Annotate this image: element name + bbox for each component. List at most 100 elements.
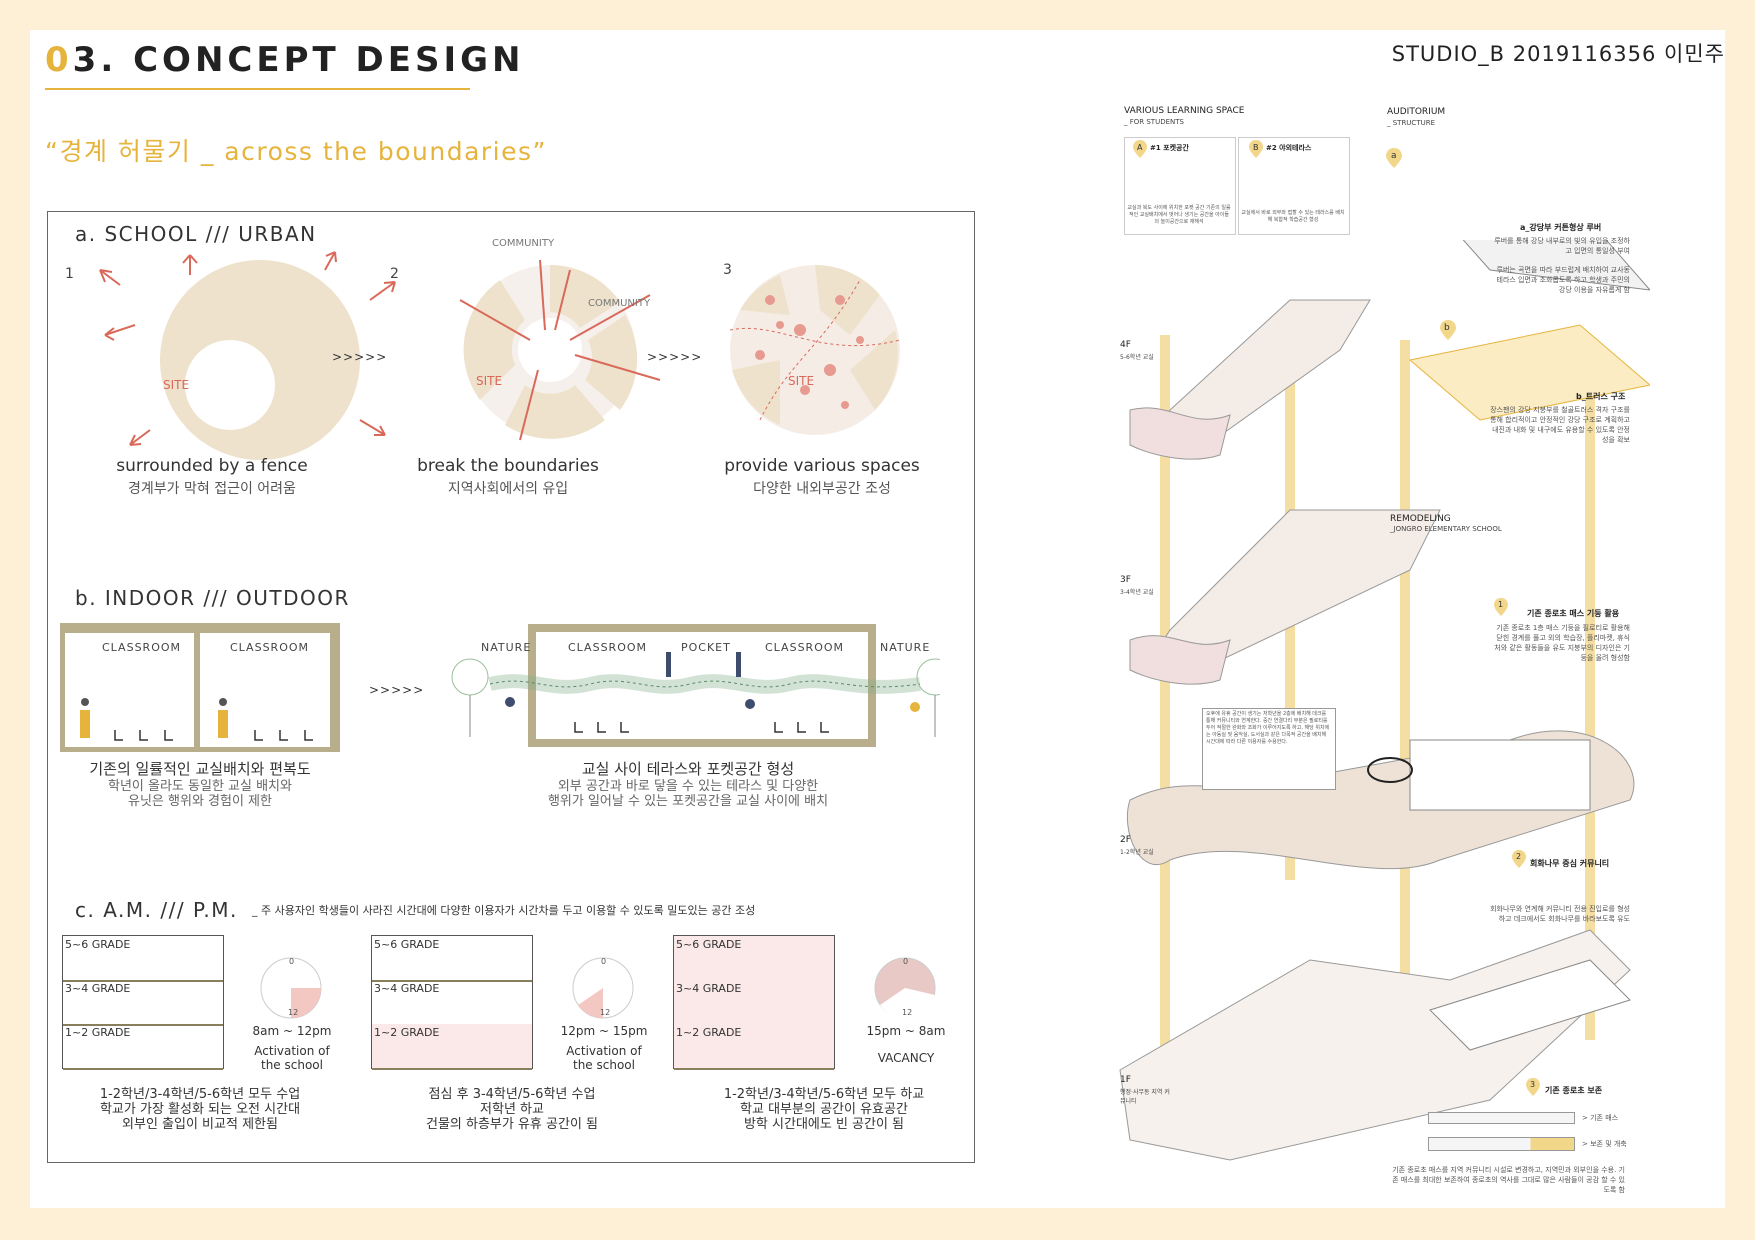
section-a-heading: a. SCHOOL /// URBAN bbox=[75, 222, 317, 246]
existing-layout-desc-1: 학년이 올라도 동일한 교실 배치와 bbox=[108, 779, 292, 794]
remodel-title: REMODELING bbox=[1390, 514, 1451, 524]
clock-3-tick-0: 0 bbox=[903, 957, 909, 966]
clock-1-tick-0: 0 bbox=[289, 957, 295, 966]
card-pocket-text: 교실과 복도 사이에 위치한 포켓 공간 기존의 일률적인 교실배치에서 벗어나… bbox=[1127, 205, 1231, 225]
arrow-a-1: >>>>> bbox=[332, 350, 388, 364]
period-1-desc-3: 외부인 출입이 비교적 제한됨 bbox=[122, 1117, 278, 1132]
remodel-3-text: 기존 종로초 매스를 지역 커뮤니티 시설로 변경하고, 지역민과 외부인을 수… bbox=[1392, 1166, 1625, 1194]
card-terrace-title: #2 야외테라스 bbox=[1266, 144, 1312, 152]
marker-B-icon bbox=[1249, 140, 1263, 158]
step-2-number: 2 bbox=[390, 266, 400, 282]
outward-arrows-1 bbox=[99, 251, 396, 446]
louver-title: a_강당부 커튼형상 루버 bbox=[1520, 223, 1602, 232]
section-c-subheading: _ 주 사용자인 학생들이 사라진 시간대에 다양한 이용자가 시간차를 두고 … bbox=[252, 904, 756, 917]
various-spaces-diagram bbox=[729, 264, 901, 435]
marker-2-icon bbox=[1512, 850, 1526, 868]
louver-text: 루버를 통해 강당 내부로의 빛의 유입을 조정하고 입면의 통일성 부여 bbox=[1494, 237, 1630, 255]
grade-row: 1~2 GRADE bbox=[372, 1024, 532, 1070]
period-1-label-2: the school bbox=[261, 1058, 323, 1072]
classroom-label-3: CLASSROOM bbox=[568, 641, 648, 654]
marker-B-label: B bbox=[1253, 143, 1259, 152]
exploded-axonometric bbox=[1119, 240, 1650, 1161]
marker-2-label: 2 bbox=[1516, 852, 1522, 861]
new-layout-title: 교실 사이 테라스와 포켓공간 형성 bbox=[581, 760, 795, 778]
truss-title: b_트러스 구조 bbox=[1576, 392, 1626, 401]
step-3-caption-ko: 다양한 내외부공간 조성 bbox=[753, 481, 891, 497]
site-label-2: SITE bbox=[476, 374, 503, 388]
auditorium-title: AUDITORIUM bbox=[1387, 107, 1446, 117]
site-label-1: SITE bbox=[163, 378, 190, 392]
note-text: 오후에 유휴 공간이 생기는 저학년을 2층에 배치해 데크를 통해 커뮤니티와… bbox=[1206, 711, 1330, 745]
arrow-b: >>>>> bbox=[369, 683, 425, 697]
pocket-label: POCKET bbox=[681, 641, 731, 654]
learning-space-sub: _ FOR STUDENTS bbox=[1124, 118, 1184, 126]
card-pocket-space bbox=[1124, 137, 1236, 235]
legend-existing-bar bbox=[1428, 1112, 1575, 1124]
clock-3-tick-12: 12 bbox=[902, 1008, 913, 1017]
classroom-label-4: CLASSROOM bbox=[765, 641, 845, 654]
truss-grid bbox=[1408, 324, 1650, 421]
period-2-label-2: the school bbox=[573, 1058, 635, 1072]
floor-4-label: 4F bbox=[1120, 340, 1131, 350]
step-1-caption-ko: 경계부가 막혀 접근이 어려움 bbox=[128, 481, 296, 497]
grade-row: 3~4 GRADE bbox=[372, 980, 532, 1026]
existing-classroom-section bbox=[60, 623, 340, 752]
title-underline bbox=[45, 88, 470, 90]
period-3-label: VACANCY bbox=[877, 1051, 935, 1065]
note-box bbox=[1202, 708, 1336, 790]
step-3-caption: provide various spaces bbox=[724, 456, 920, 476]
period-1-time: 8am ~ 12pm bbox=[252, 1024, 332, 1038]
floor-1-desc: 행정·사무동 지역 커뮤니티 bbox=[1120, 1089, 1170, 1105]
auditorium-louver bbox=[1462, 240, 1650, 291]
site-label-3: SITE bbox=[788, 374, 815, 388]
period-2-time: 12pm ~ 15pm bbox=[560, 1024, 648, 1038]
existing-layout-desc-2: 유닛은 행위와 경험이 제한 bbox=[128, 794, 272, 809]
auditorium-sub: _ STRUCTURE bbox=[1387, 119, 1436, 127]
page-title: 03. CONCEPT DESIGN bbox=[45, 40, 525, 80]
truss-text: 장스팬의 강당 지붕부를 철골트러스 격자 구조를 통해 합리적이고 안정적인 … bbox=[1490, 406, 1630, 444]
floor-1 bbox=[1119, 929, 1631, 1161]
clock-1-tick-12: 12 bbox=[288, 1008, 299, 1017]
floor-1-label: 1F bbox=[1120, 1075, 1131, 1085]
period-1-desc-2: 학교가 가장 활성화 되는 오전 시간대 bbox=[99, 1102, 301, 1117]
marker-b-icon bbox=[1440, 320, 1456, 340]
period-1-grades: 5~6 GRADE 3~4 GRADE 1~2 GRADE bbox=[62, 935, 224, 1070]
step-1-caption: surrounded by a fence bbox=[116, 456, 308, 476]
marker-a-icon bbox=[1386, 148, 1402, 168]
card-outdoor-terrace bbox=[1238, 137, 1350, 235]
clock-2 bbox=[572, 957, 634, 1019]
period-3-time: 15pm ~ 8am bbox=[866, 1024, 946, 1038]
marker-a-label: a bbox=[1391, 151, 1397, 161]
period-3-grades: 5~6 GRADE 3~4 GRADE 1~2 GRADE bbox=[673, 935, 835, 1070]
louver-text-2: 루버는 곡면을 따라 부드럽게 배치하여 교사동 테라스 입면과 조화롭도록 하… bbox=[1496, 266, 1631, 294]
grade-row: 1~2 GRADE bbox=[674, 1024, 834, 1070]
grade-row: 5~6 GRADE bbox=[674, 936, 834, 982]
floor-3-desc: 3-4학년 교실 bbox=[1120, 589, 1154, 596]
period-1-desc-1: 1-2학년/3-4학년/5-6학년 모두 수업 bbox=[99, 1087, 301, 1102]
marker-b-label: b bbox=[1444, 323, 1450, 333]
classroom-label-1: CLASSROOM bbox=[102, 641, 182, 654]
floor-2-desc: 1-2학년 교실 bbox=[1120, 849, 1154, 856]
section-b-heading: b. INDOOR /// OUTDOOR bbox=[75, 586, 350, 610]
nature-label-right: NATURE bbox=[880, 641, 931, 654]
existing-layout-title: 기존의 일률적인 교실배치와 편복도 bbox=[89, 760, 311, 778]
period-3-desc-3: 방학 시간대에도 빈 공간이 됨 bbox=[743, 1117, 905, 1132]
section-c-heading: c. A.M. /// P.M. bbox=[75, 898, 238, 922]
site-area-1 bbox=[185, 340, 275, 430]
clock-3 bbox=[874, 957, 936, 1020]
arrow-a-2: >>>>> bbox=[647, 350, 703, 364]
period-2-label-1: Activation of bbox=[566, 1044, 642, 1058]
remodel-3-title: 기존 종로초 보존 bbox=[1545, 1086, 1603, 1095]
remodel-1-title: 기존 종로초 매스 기둥 활용 bbox=[1527, 609, 1620, 618]
floor-3-label: 3F bbox=[1120, 575, 1131, 585]
new-layout-desc-2: 행위가 일어날 수 있는 포켓공간을 교실 사이에 배치 bbox=[547, 794, 829, 809]
period-2-desc-2: 저학년 하교 bbox=[480, 1102, 544, 1117]
legend-preserve-label: > 보존 및 개축 bbox=[1582, 1140, 1627, 1148]
concept-quote: “경계 허물기 _ across the boundaries” bbox=[45, 137, 547, 166]
remodel-sub: _JONGRO ELEMENTARY SCHOOL bbox=[1390, 525, 1502, 533]
floor-2-label: 2F bbox=[1120, 835, 1131, 845]
clock-1 bbox=[260, 957, 322, 1019]
marker-A-label: A bbox=[1137, 143, 1143, 152]
section-a-diagram bbox=[99, 251, 901, 460]
marker-1-icon bbox=[1494, 598, 1508, 616]
